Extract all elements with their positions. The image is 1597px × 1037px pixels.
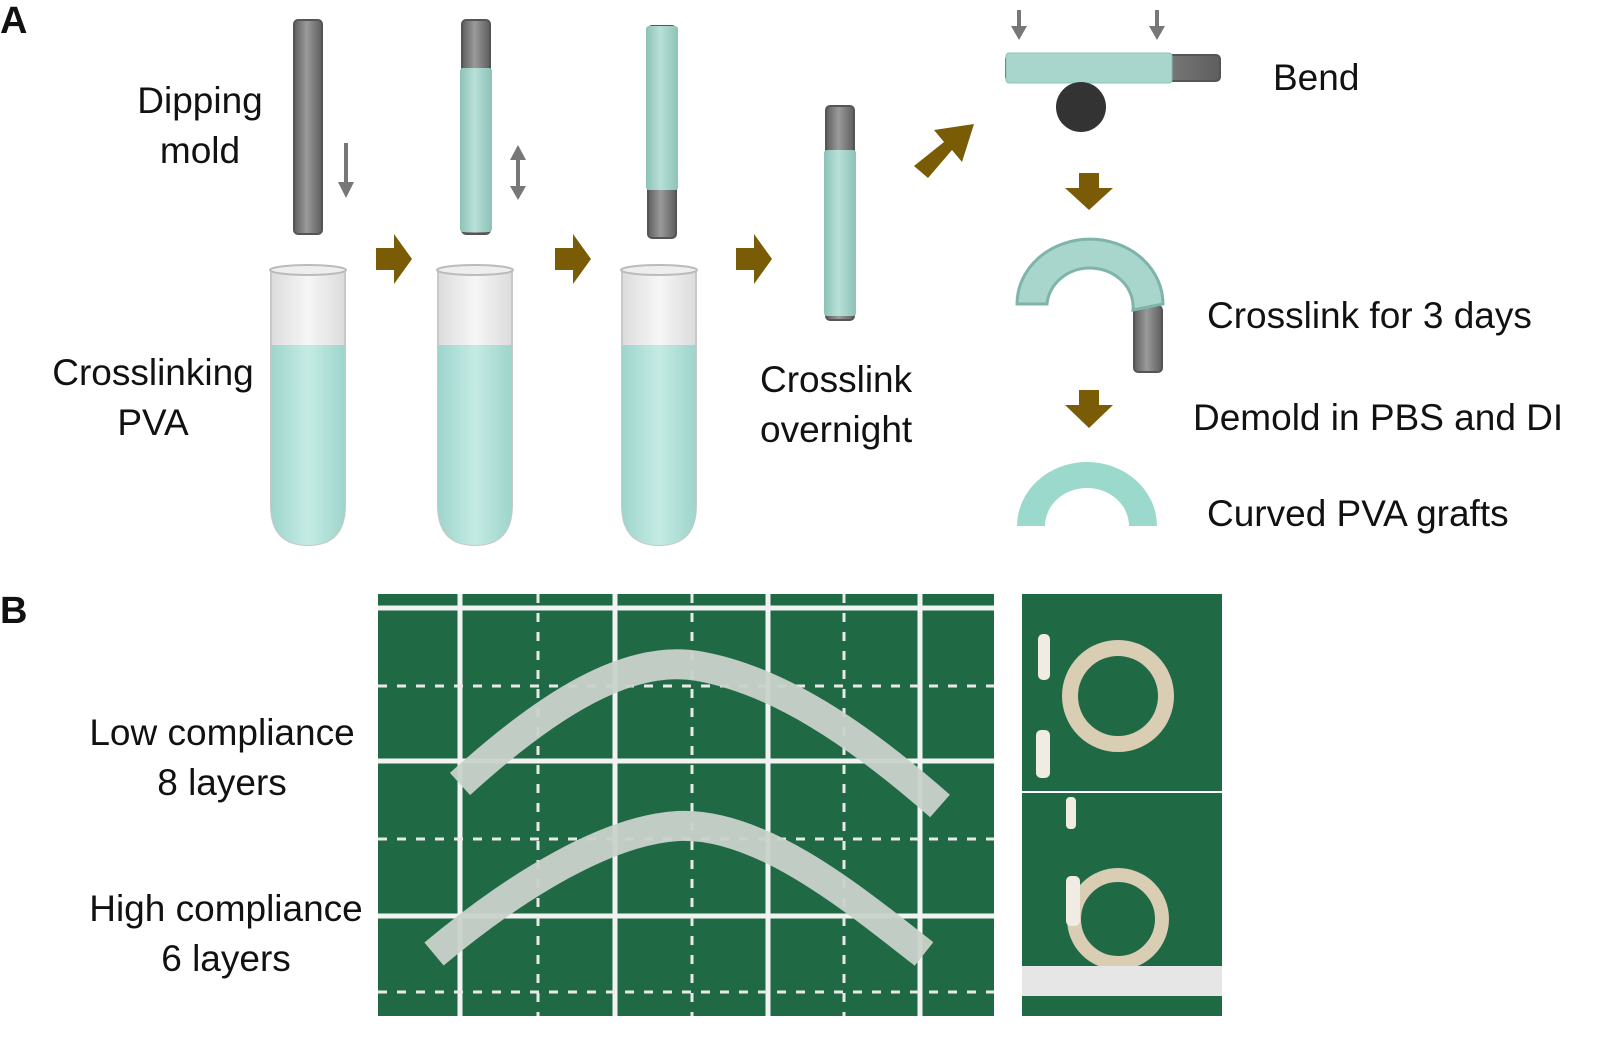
coated-rod-lifted	[646, 25, 678, 239]
crosslink-overnight-line1: Crosslink	[760, 359, 913, 400]
high-compliance-line1: High compliance	[89, 888, 363, 929]
bend-label: Bend	[1273, 57, 1360, 98]
process-arrow-3	[736, 234, 772, 284]
process-arrow-2	[555, 234, 591, 284]
dipping-mold-label: Dipping mold	[110, 76, 290, 176]
low-compliance-line1: Low compliance	[89, 712, 355, 753]
down-arrow-1	[1065, 173, 1113, 210]
bend-rod	[1005, 10, 1221, 132]
test-tube-2	[436, 264, 514, 547]
dipping-mold-line1: Dipping	[137, 80, 263, 121]
high-compliance-line2: 6 layers	[161, 938, 291, 979]
high-compliance-label: High compliance 6 layers	[76, 884, 376, 984]
grafts-photo	[378, 594, 994, 1016]
coated-rod-overnight	[824, 105, 856, 321]
process-arrow-1	[376, 234, 412, 284]
crosslinking-pva-label: Crosslinking PVA	[40, 348, 266, 448]
curved-grafts-label: Curved PVA grafts	[1207, 493, 1509, 534]
crosslinking-pva-line1: Crosslinking	[52, 352, 254, 393]
crosslink-overnight-line2: overnight	[760, 409, 913, 450]
low-compliance-label: Low compliance 8 layers	[72, 708, 372, 808]
coated-rod-dipping	[460, 19, 526, 235]
low-compliance-line2: 8 layers	[157, 762, 287, 803]
high-compliance-graft	[424, 810, 934, 966]
demold-label: Demold in PBS and DI	[1193, 397, 1564, 438]
dipping-mold-line2: mold	[159, 130, 241, 171]
dipping-mold-rod	[293, 19, 354, 235]
down-arrow-2	[1065, 390, 1113, 428]
panel-a-diagram	[269, 10, 1221, 547]
crosslink-overnight-label: Crosslink overnight	[760, 355, 912, 455]
cross-section-low	[1062, 640, 1174, 752]
crosslinking-pva-line2: PVA	[117, 402, 189, 443]
bent-rod-crosslink	[1015, 237, 1165, 373]
panel-label-b: B	[0, 590, 28, 632]
test-tube-3	[620, 264, 698, 547]
process-arrow-diagonal	[914, 124, 974, 178]
test-tube-1	[269, 264, 347, 547]
panel-label-a: A	[0, 0, 28, 42]
low-compliance-graft	[449, 649, 950, 818]
curved-pva-graft	[1017, 462, 1157, 526]
cross-section-photos	[1022, 594, 1222, 1016]
crosslink-days-label: Crosslink for 3 days	[1207, 295, 1532, 336]
